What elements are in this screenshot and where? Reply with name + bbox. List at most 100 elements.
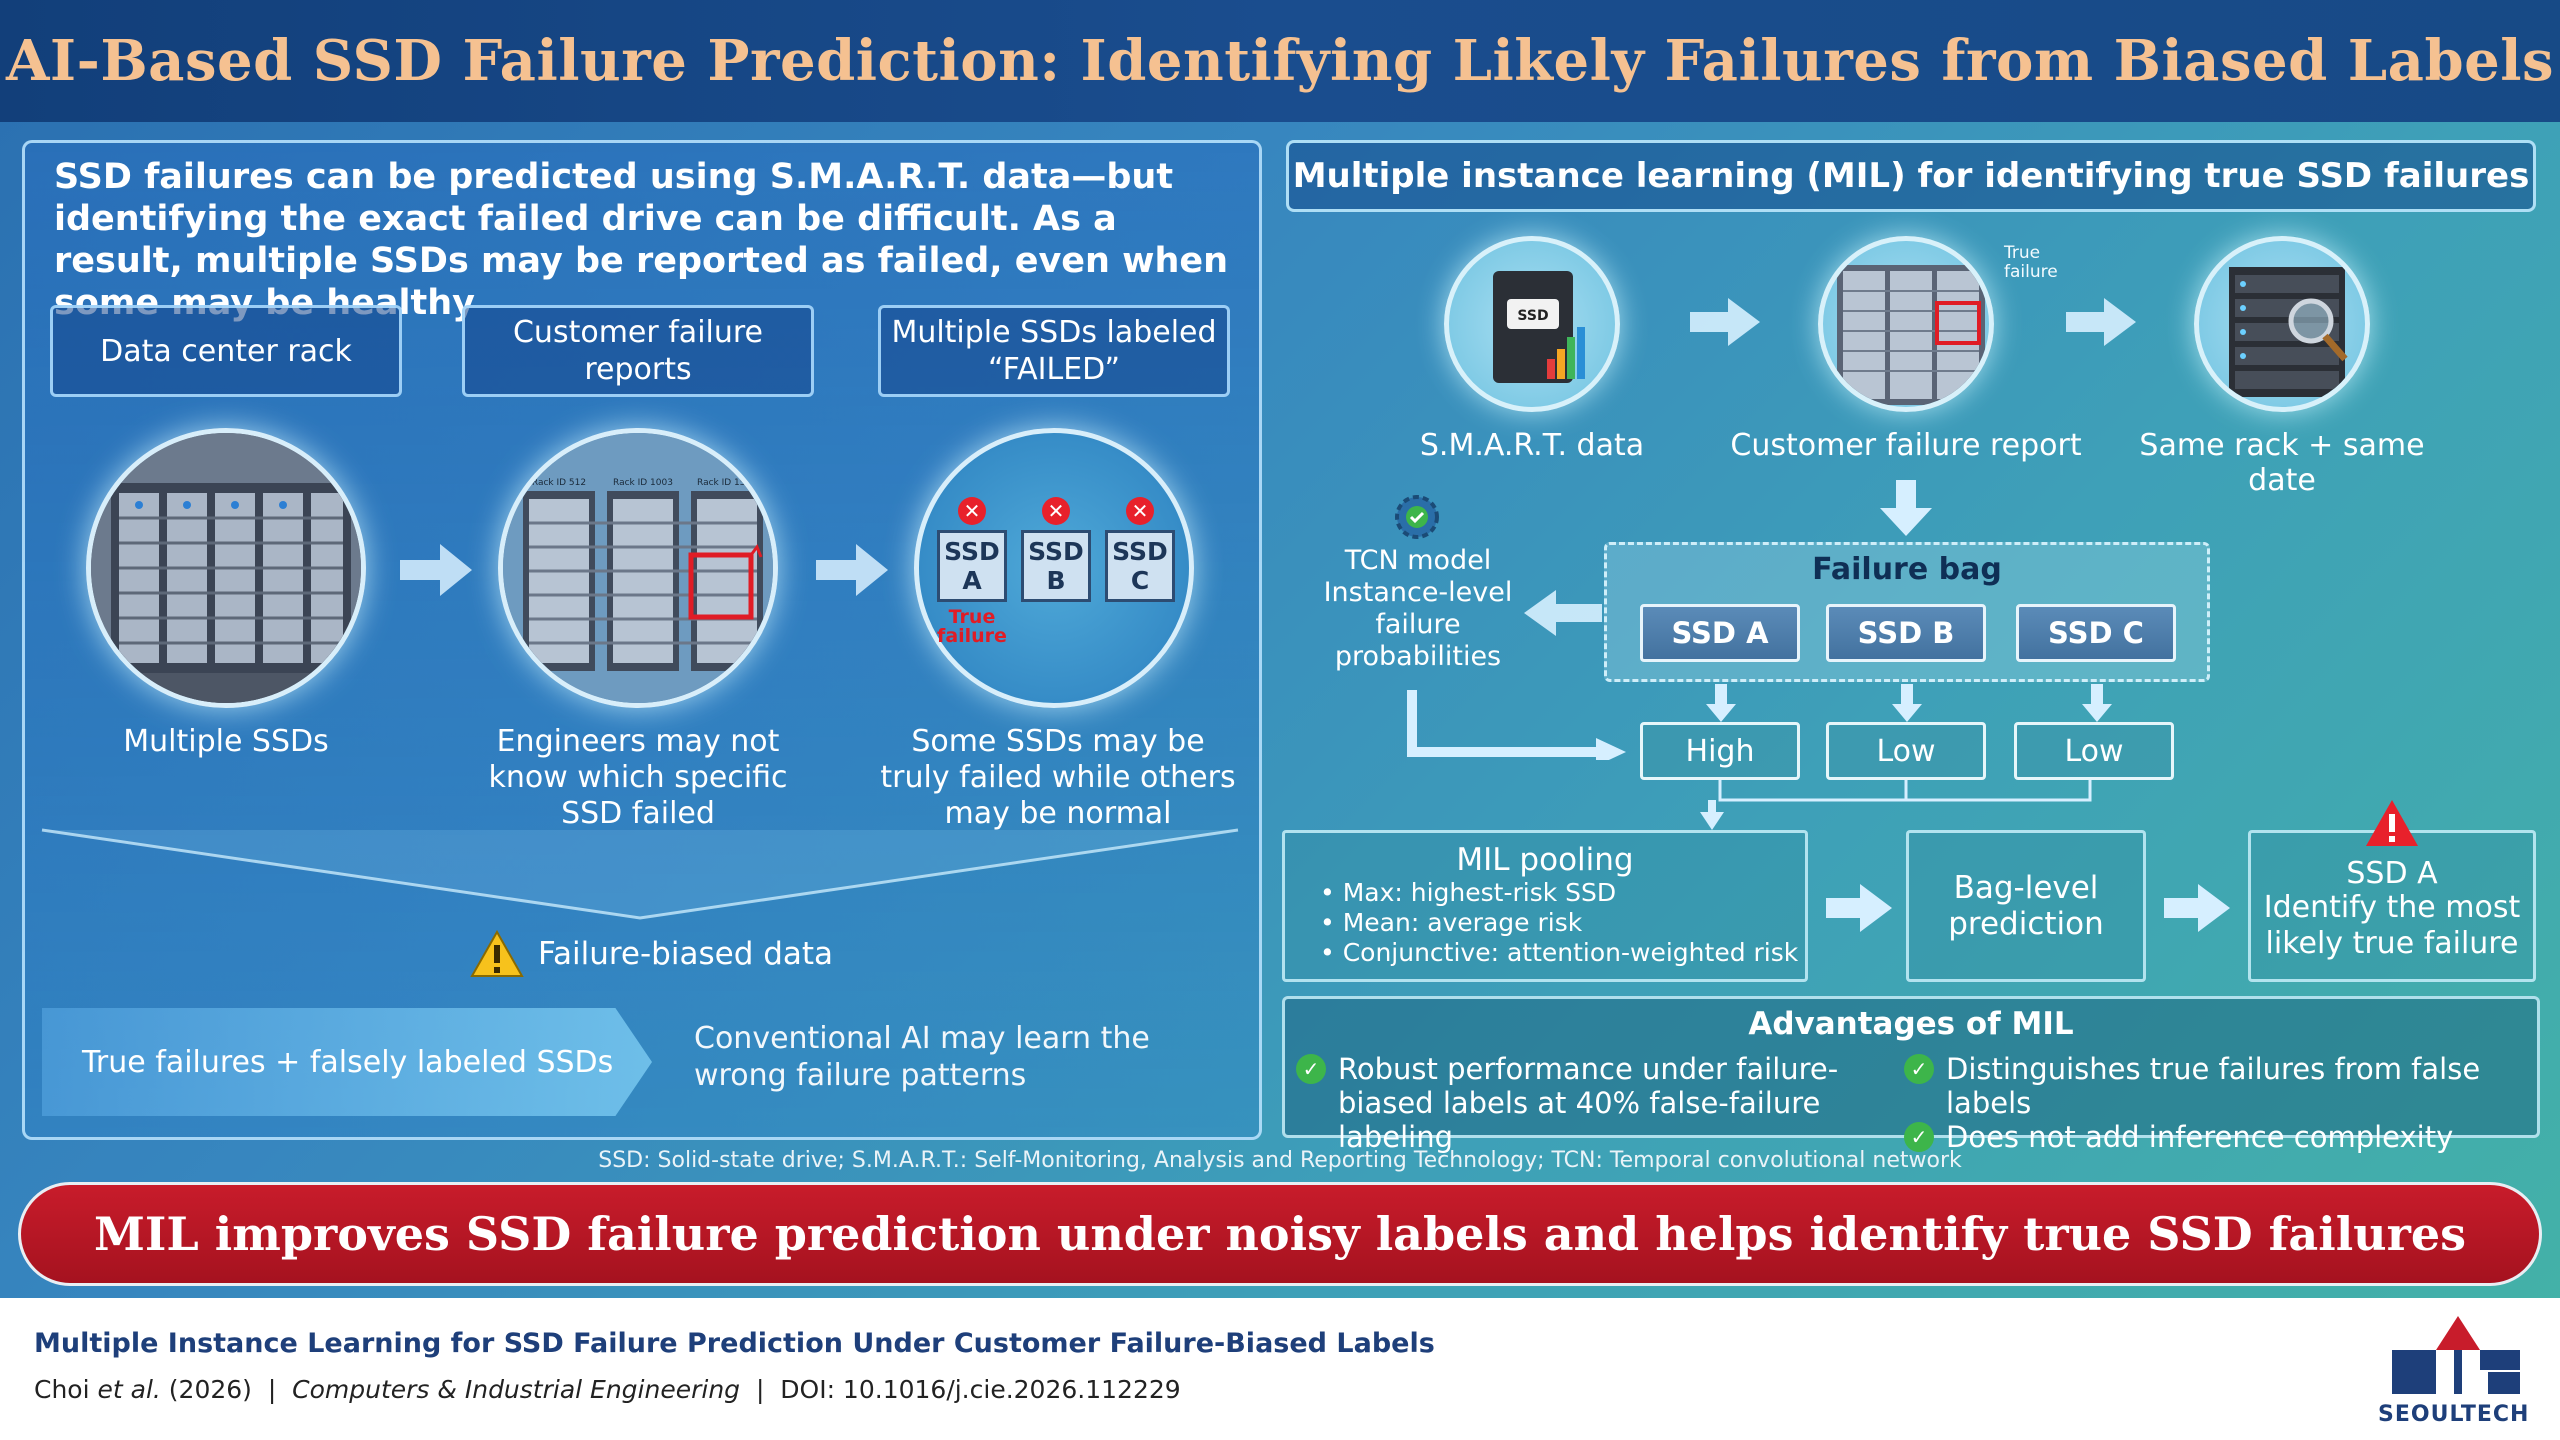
advantage-item: ✓ Distinguishes true failures from false… bbox=[1904, 1052, 2534, 1120]
ssd-card-id: C bbox=[1130, 566, 1150, 595]
server-rack-icon bbox=[91, 433, 361, 703]
footer bbox=[0, 1298, 2560, 1440]
failed-x-icon: ✕ bbox=[1042, 497, 1070, 525]
alert-icon bbox=[2366, 800, 2418, 846]
result-text: Identify the most likely true failure bbox=[2263, 890, 2521, 961]
advantage-item: ✓ Does not add inference complexity bbox=[1904, 1120, 2534, 1154]
advantages-left: ✓ Robust performance under failure-biase… bbox=[1296, 1052, 1896, 1154]
pooling-item: • Conjunctive: attention-weighted risk bbox=[1320, 938, 1799, 967]
warning-icon bbox=[470, 930, 524, 977]
header-bar: AI-Based SSD Failure Prediction: Identif… bbox=[0, 0, 2560, 122]
ssd-card-c: SSD C bbox=[1105, 530, 1175, 602]
pooling-item-text: Conjunctive: attention-weighted risk bbox=[1342, 938, 1799, 967]
seoultech-logo-icon bbox=[2392, 1316, 2520, 1394]
advantages-title: Advantages of MIL bbox=[1748, 1006, 2074, 1042]
level-low: Low bbox=[1826, 722, 1986, 780]
result-title: SSD A bbox=[2346, 856, 2438, 891]
logo-text: SEOULTECH bbox=[2378, 1402, 2530, 1427]
mil-title: Multiple instance learning (MIL) for ide… bbox=[1292, 156, 2530, 196]
pooling-item: • Mean: average risk bbox=[1320, 908, 1583, 937]
tcn-model-text: TCN model Instance-level failure probabi… bbox=[1323, 545, 1513, 672]
conclusion-text: MIL improves SSD failure prediction unde… bbox=[93, 1207, 2467, 1261]
ssd-card-label: SSD bbox=[944, 537, 1000, 566]
doi: DOI: 10.1016/j.cie.2026.112229 bbox=[780, 1375, 1181, 1404]
funnel-chevron bbox=[41, 828, 1239, 920]
check-icon: ✓ bbox=[1296, 1054, 1326, 1084]
mil-pooling-list: • Max: highest-risk SSD • Mean: average … bbox=[1320, 878, 1800, 968]
gear-check-icon bbox=[1395, 495, 1439, 539]
failure-biased-label: Failure-biased data bbox=[470, 930, 833, 978]
rack-id-label: Rack ID 512 bbox=[532, 478, 586, 488]
arrow-down-icon bbox=[1892, 684, 1922, 722]
failure-biased-text: Failure-biased data bbox=[538, 936, 834, 972]
conclusion-banner: MIL improves SSD failure prediction unde… bbox=[18, 1182, 2542, 1286]
failure-bag-title: Failure bag bbox=[1812, 552, 2002, 587]
ssd-card-id: B bbox=[1046, 566, 1066, 595]
step-box-labeled: Multiple SSDs labeled “FAILED” bbox=[878, 305, 1230, 397]
step-box-rack: Data center rack bbox=[50, 305, 402, 397]
caption-some-ssds: Some SSDs may be truly failed while othe… bbox=[880, 724, 1236, 831]
advantages-right: ✓ Distinguishes true failures from false… bbox=[1904, 1052, 2534, 1154]
true-failure-tag: True failure bbox=[937, 606, 1007, 647]
advantage-text: Distinguishes true failures from false l… bbox=[1946, 1052, 2481, 1120]
citation: Choi et al. (2026) | Computers & Industr… bbox=[34, 1375, 1181, 1404]
caption-multiple-ssds: Multiple SSDs bbox=[123, 724, 329, 759]
ssd-icon-text: SSD bbox=[1517, 308, 1548, 324]
year: (2026) bbox=[168, 1375, 252, 1404]
rack-magnifier-icon bbox=[2229, 267, 2348, 397]
advantage-text: Does not add inference complexity bbox=[1946, 1120, 2454, 1154]
arrow-right-icon bbox=[2066, 298, 2136, 346]
level-high: High bbox=[1640, 722, 1800, 780]
rack-id-label: Rack ID 1584 bbox=[697, 478, 757, 488]
arrow-right-icon bbox=[1690, 298, 1760, 346]
mil-pooling-box bbox=[1282, 830, 1808, 982]
arrow-right-icon bbox=[1826, 884, 1892, 932]
et-al: et al. bbox=[97, 1375, 161, 1404]
ssd-card-a: SSD A bbox=[937, 530, 1007, 602]
mil-title-box: Multiple instance learning (MIL) for ide… bbox=[1286, 140, 2536, 212]
mil-pooling-title: MIL pooling bbox=[1456, 842, 1634, 878]
bag-level-text: Bag-level prediction bbox=[1948, 870, 2104, 942]
caption-smart-data: S.M.A.R.T. data bbox=[1419, 428, 1645, 463]
page-title: AI-Based SSD Failure Prediction: Identif… bbox=[5, 28, 2555, 94]
result-box bbox=[2248, 830, 2536, 982]
paper-title: Multiple Instance Learning for SSD Failu… bbox=[34, 1328, 1435, 1359]
rack-with-failure-icon: Rack ID 512 Rack ID 1003 Rack ID 1584 bbox=[503, 433, 773, 703]
pooling-item-text: Mean: average risk bbox=[1342, 908, 1583, 937]
ssd-card-id: A bbox=[962, 566, 982, 595]
pooling-item: • Max: highest-risk SSD bbox=[1320, 878, 1617, 907]
customer-failure-rack-image: Rack ID 512 Rack ID 1003 Rack ID 1584 bbox=[498, 428, 778, 708]
arrow-left-icon bbox=[1524, 590, 1602, 636]
failed-x-icon: ✕ bbox=[958, 497, 986, 525]
arrow-down-icon bbox=[2082, 684, 2112, 722]
level-low: Low bbox=[2014, 722, 2174, 780]
conventional-ai-text: Conventional AI may learn the wrong fail… bbox=[694, 1021, 1150, 1093]
true-false-ribbon: True failures + falsely labeled SSDs bbox=[42, 1008, 652, 1116]
pooling-item-text: Max: highest-risk SSD bbox=[1342, 878, 1617, 907]
step-label: Customer failure reports bbox=[512, 315, 764, 387]
failed-x-icon: ✕ bbox=[1126, 497, 1154, 525]
step-label: Data center rack bbox=[100, 333, 352, 369]
true-failure-tag-right: True failure bbox=[2004, 243, 2058, 282]
ssd-card-b: SSD B bbox=[1021, 530, 1091, 602]
journal-name: Computers & Industrial Engineering bbox=[292, 1375, 741, 1404]
rack-id-label: Rack ID 1003 bbox=[613, 478, 673, 488]
customer-report-image bbox=[1818, 236, 1994, 412]
step-box-reports: Customer failure reports bbox=[462, 305, 814, 397]
arrow-right-icon bbox=[816, 544, 888, 596]
smart-data-image: SSD bbox=[1444, 236, 1620, 412]
arrow-down-icon bbox=[1880, 480, 1932, 536]
merge-connector bbox=[1700, 780, 2092, 830]
abbreviations-footnote: SSD: Solid-state drive; S.M.A.R.T.: Self… bbox=[598, 1148, 1962, 1173]
ssd-card-label: SSD bbox=[1028, 537, 1084, 566]
bag-level-box: Bag-level prediction bbox=[1906, 830, 2146, 982]
elbow-arrow-icon bbox=[1407, 690, 1626, 760]
bag-ssd-c: SSD C bbox=[2016, 604, 2176, 662]
check-icon: ✓ bbox=[1904, 1122, 1934, 1152]
arrow-down-icon bbox=[1706, 684, 1736, 722]
bag-ssd-b: SSD B bbox=[1826, 604, 1986, 662]
caption-same-rack: Same rack + same date bbox=[2139, 428, 2425, 498]
advantage-item: ✓ Robust performance under failure-biase… bbox=[1296, 1052, 1896, 1154]
arrow-right-icon bbox=[2164, 884, 2230, 932]
bag-ssd-a: SSD A bbox=[1640, 604, 1800, 662]
